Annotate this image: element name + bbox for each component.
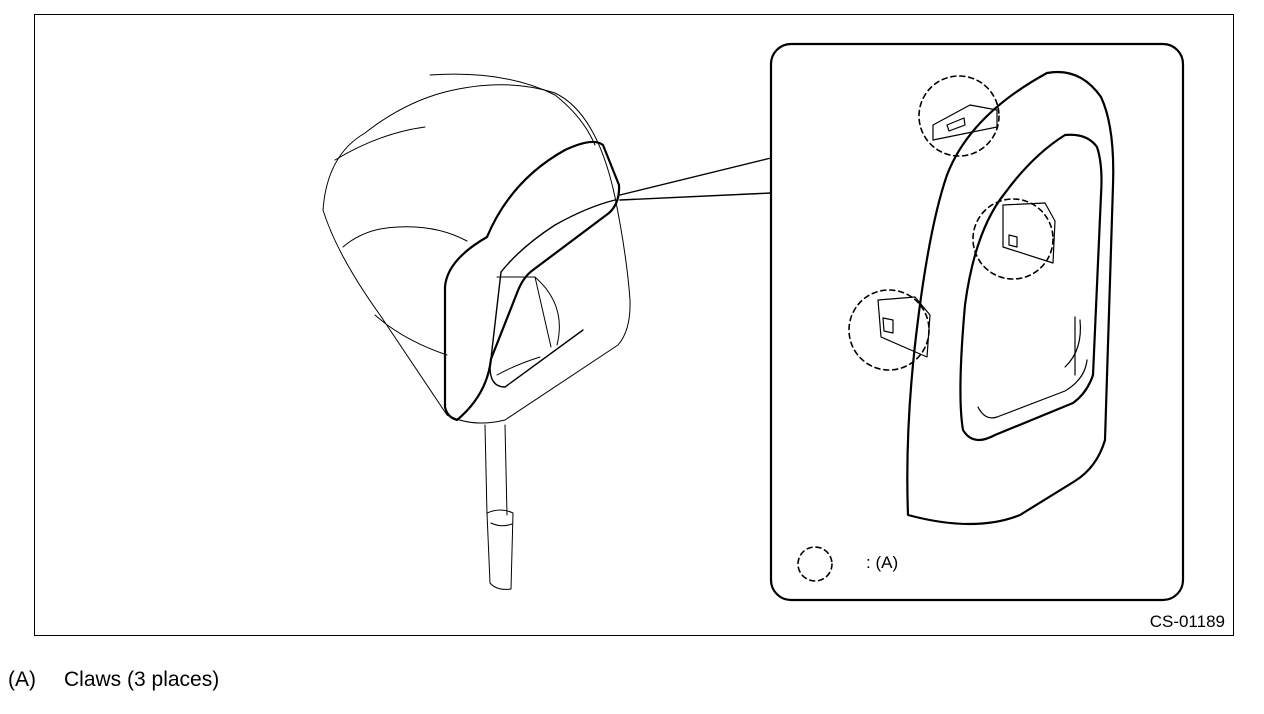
claw-callouts — [797, 75, 1054, 582]
headrest-illustration — [322, 73, 631, 590]
claw-middle — [1002, 202, 1056, 264]
detail-leader-lines — [619, 157, 772, 201]
legend-label: : (A) — [866, 553, 899, 572]
headrest-stay — [484, 424, 514, 590]
callout-circle-top — [918, 75, 1000, 157]
caption: (A) Claws (3 places) — [8, 668, 219, 692]
claw-left — [877, 296, 931, 358]
detail-inset — [769, 42, 1185, 602]
callout-circle-middle — [972, 198, 1054, 280]
headrest-diagram — [322, 42, 1185, 602]
claw-top — [932, 104, 998, 141]
trim-frame — [906, 71, 1115, 526]
detail-inset-frame — [769, 42, 1185, 602]
caption-key: (A) — [8, 668, 36, 691]
figure-frame: CS-01189 — [34, 14, 1234, 636]
callout-circle-left — [848, 289, 930, 371]
headrest-cushion — [322, 84, 631, 424]
headrest-rear-frame — [443, 140, 621, 422]
caption-text: Claws (3 places) — [64, 668, 220, 691]
figure-code: CS-01189 — [1149, 612, 1225, 631]
legend-callout-circle — [797, 546, 833, 582]
